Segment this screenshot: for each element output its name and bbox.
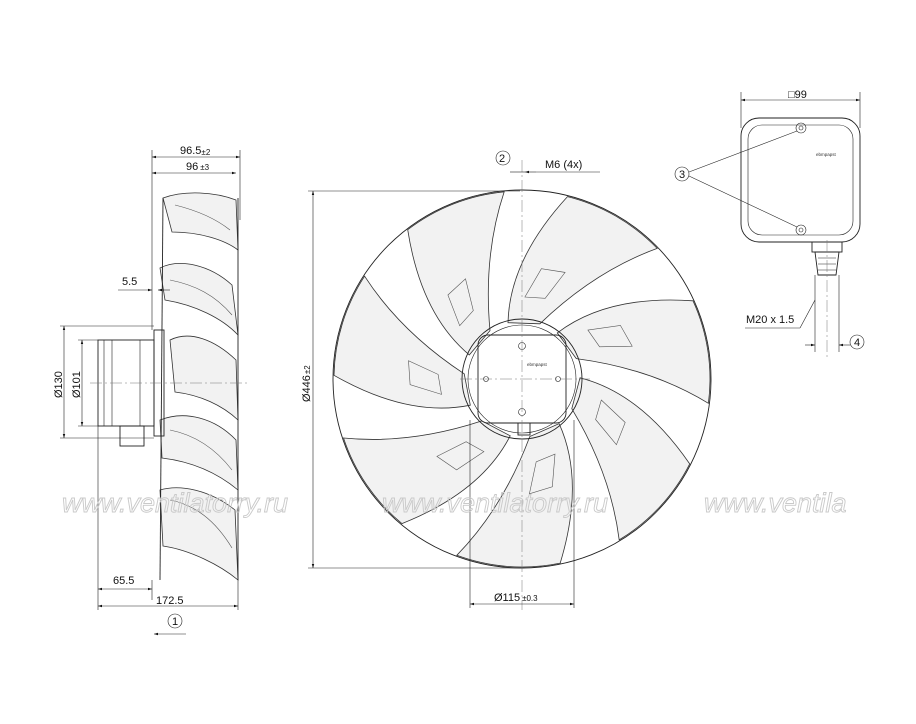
svg-text:www.ventila: www.ventila (704, 488, 847, 518)
callout-screws: 3 (679, 169, 685, 181)
dim-hub-115: Ø115±0.3 (494, 592, 538, 604)
fan-blade (556, 299, 711, 404)
blade-rib (447, 278, 474, 327)
fan-blade (407, 191, 505, 356)
svg-text:www.ventilatorry.ru: www.ventilatorry.ru (382, 488, 608, 518)
blade-rib (529, 453, 556, 495)
dim-motor-130: Ø130 (53, 371, 65, 398)
dim-offset-5-5: 5.5 (122, 276, 137, 288)
dim-diameter-446: Ø446±2 (301, 365, 313, 402)
thread-label: M6 (4x) (545, 159, 582, 171)
callout-airflow: 1 (172, 616, 178, 628)
fan-blade (333, 275, 471, 409)
fan-blade (507, 196, 658, 325)
fan-blade (456, 423, 573, 568)
front-view: Ø446±2 ebmpapst 2 M6 (4x) Ø115±0.3 (301, 150, 712, 610)
callout-gland: 4 (854, 337, 860, 349)
terminal-box-view: □99 ebmpapst 3 M20 x 1.5 4 (674, 89, 865, 360)
blade-rib (595, 399, 626, 446)
blade-rib (524, 268, 566, 299)
blade-rib (408, 360, 442, 395)
box-brand-label: ebmpapst (816, 152, 837, 157)
dim-total-length-172-5: 172.5 (156, 595, 184, 607)
blade-rib (587, 325, 633, 348)
dim-depth-96-5: 96.5±2 (180, 145, 211, 157)
watermark: www.ventilatorry.ru www.ventilatorry.ru … (62, 488, 847, 519)
side-view: 96.5±2 96±3 5.5 Ø130 Ø101 (53, 145, 250, 636)
hub-brand-label: ebmpapst (527, 362, 548, 367)
fan-blade (342, 420, 511, 525)
fan-blade (571, 377, 691, 541)
dim-box-square: □99 (788, 89, 807, 101)
cable-gland-thread: M20 x 1.5 (746, 314, 794, 326)
dim-motor-length-65-5: 65.5 (113, 575, 134, 587)
callout-thread: 2 (499, 153, 505, 165)
blade-rib (436, 441, 485, 471)
svg-text:www.ventilatorry.ru: www.ventilatorry.ru (62, 488, 288, 518)
dim-depth-96: 96±3 (186, 161, 210, 173)
dim-motor-101: Ø101 (71, 371, 83, 398)
